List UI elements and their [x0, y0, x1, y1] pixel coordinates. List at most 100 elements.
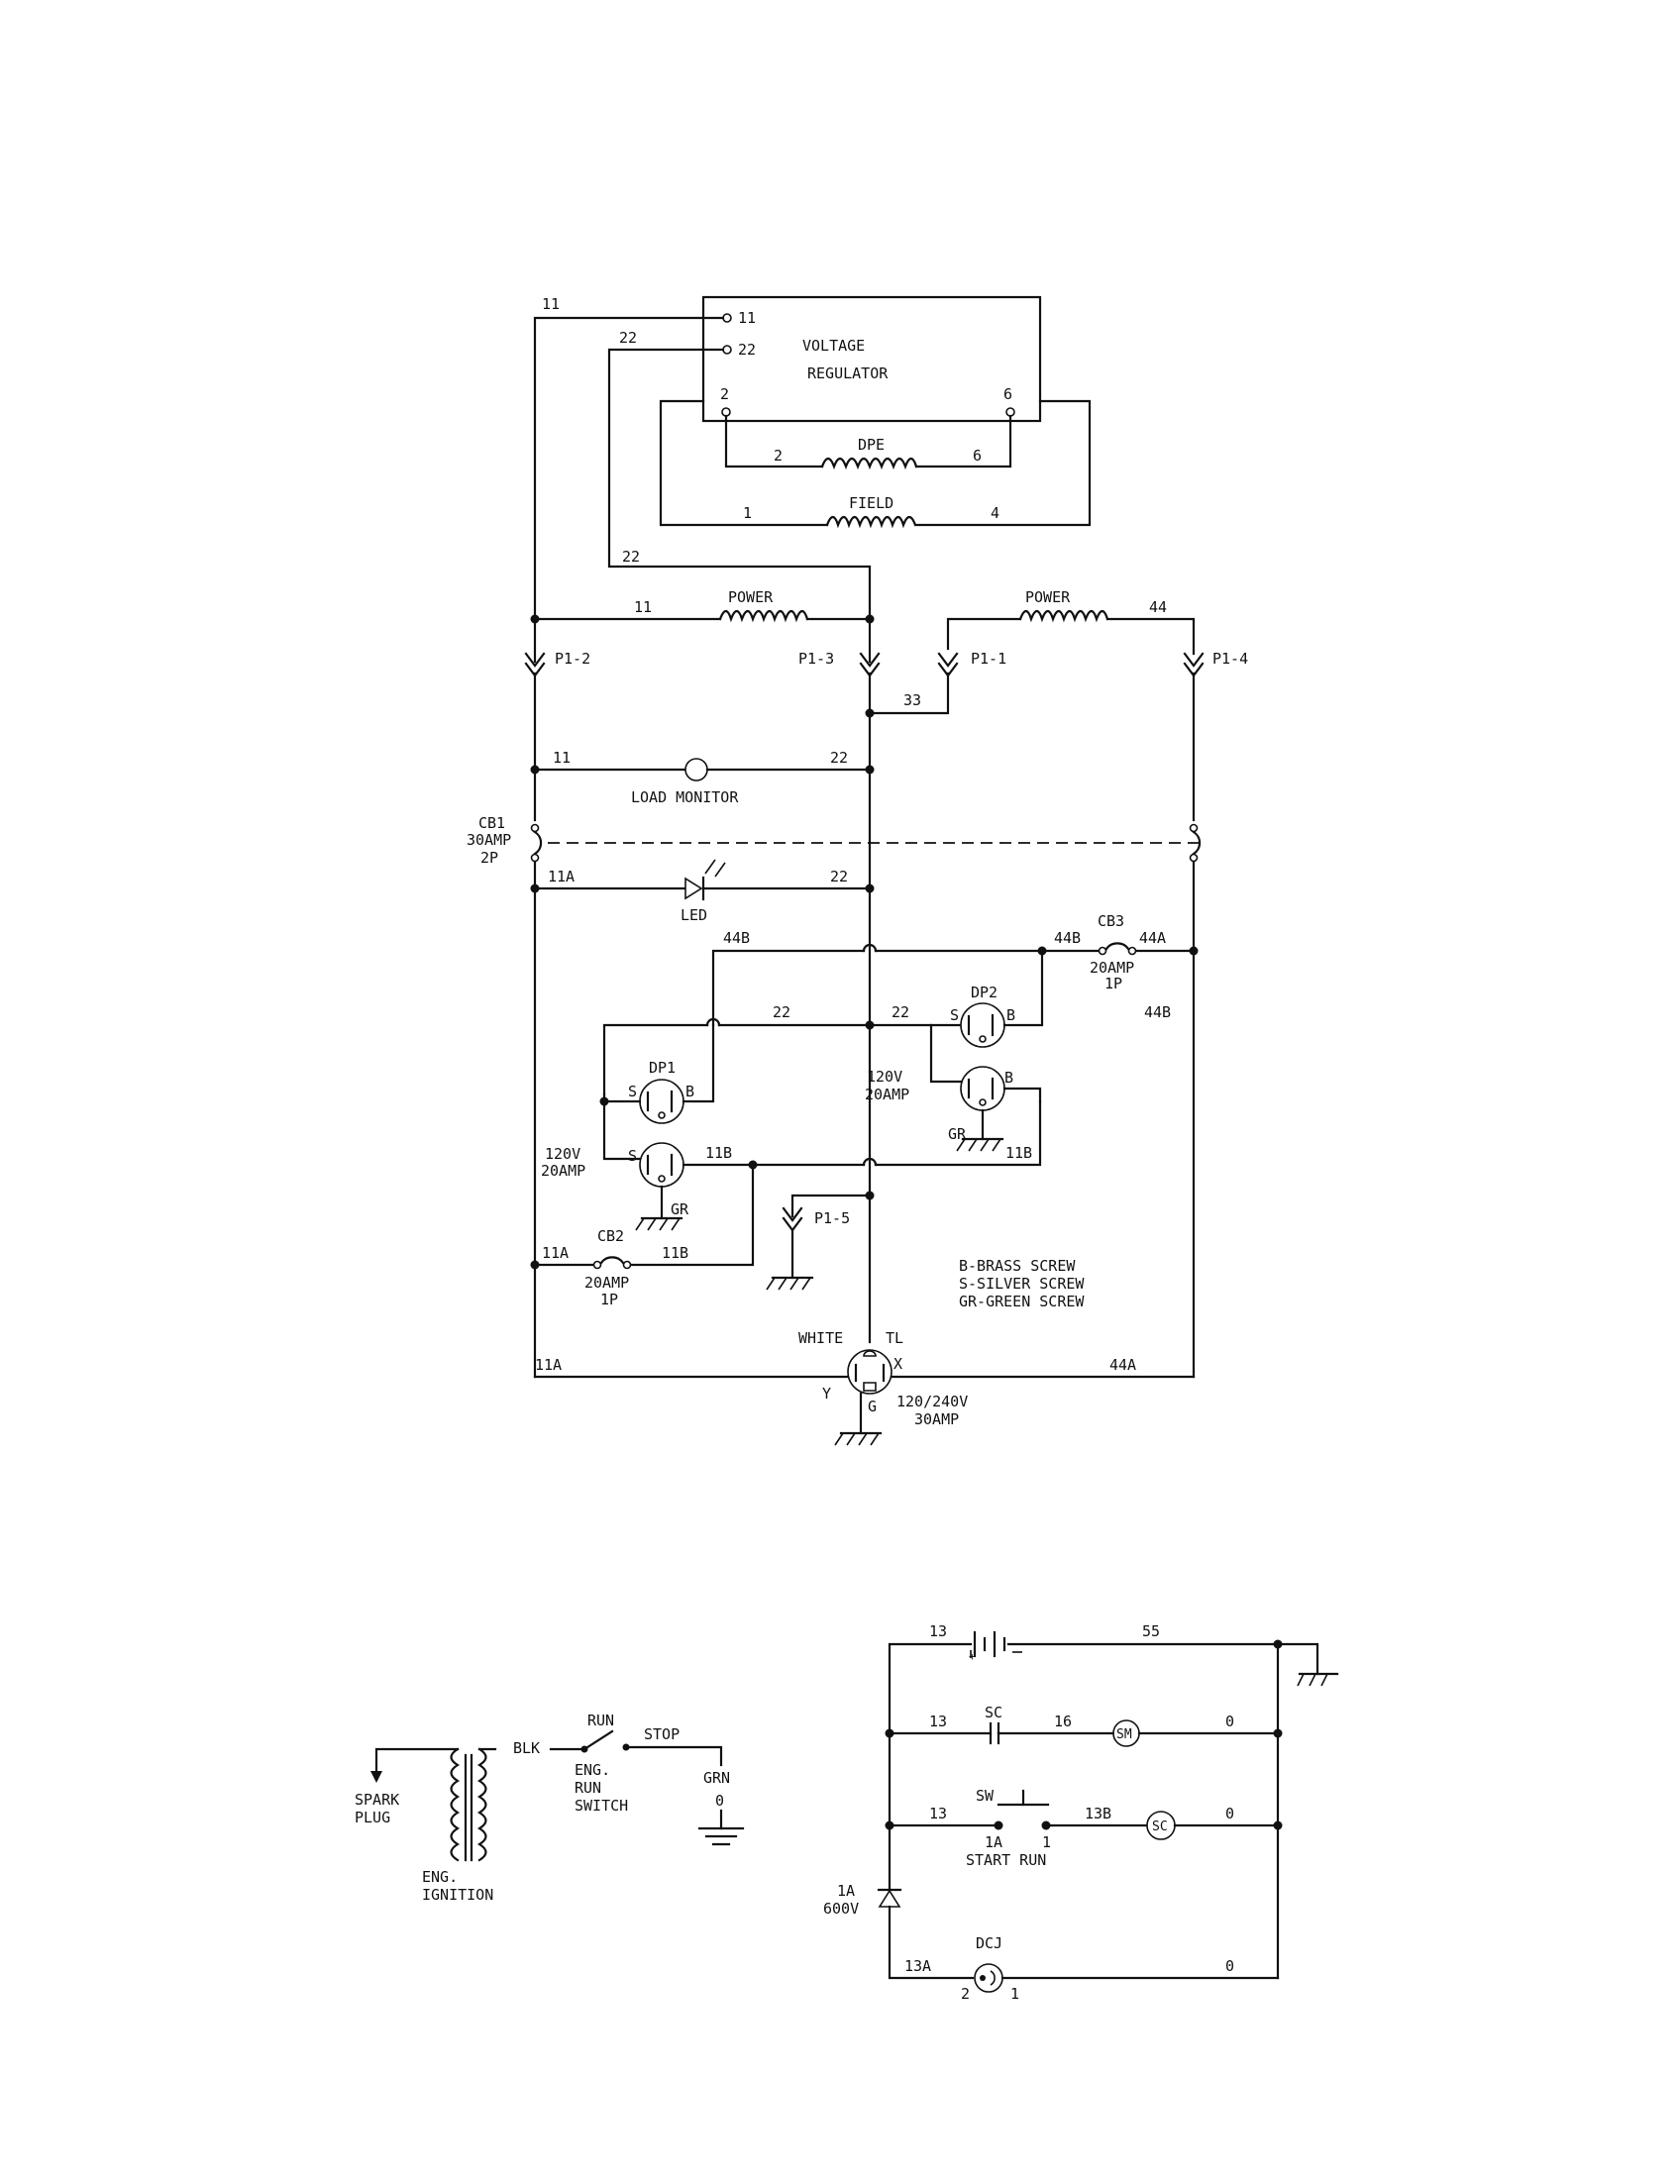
starter-wire-16: 16 — [1054, 1713, 1072, 1730]
diode-1a-600v — [878, 1889, 901, 1908]
svg-text:DP2: DP2 — [971, 984, 998, 1001]
connector-p1-5: P1-5 — [814, 1209, 850, 1227]
svg-text:DP1: DP1 — [649, 1059, 676, 1077]
wire-44b-left — [711, 949, 866, 1027]
wire-dp1-silver — [602, 1092, 642, 1161]
ignition-circuit: SPARK PLUG ENG. IGNITION BLK RUN STOP EN… — [355, 1712, 745, 1904]
wire-1 — [659, 399, 829, 527]
rating-dp2-amp: 20AMP — [865, 1086, 909, 1103]
svg-text:2P: 2P — [480, 849, 498, 867]
regulator-title: VOLTAGE — [802, 337, 865, 355]
start-run-label: START RUN — [966, 1851, 1046, 1869]
svg-text:S-SILVER SCREW: S-SILVER SCREW — [959, 1275, 1085, 1293]
starter-wire-0-b: 0 — [1225, 1805, 1234, 1822]
sw-label: SW — [976, 1787, 995, 1805]
g-terminal: G — [868, 1398, 877, 1415]
starter-wire-0-c: 0 — [1225, 1957, 1234, 1975]
svg-text:P1-1: P1-1 — [971, 650, 1006, 668]
svg-text:CB3: CB3 — [1098, 912, 1124, 930]
sw-terminal-1a: 1A — [985, 1833, 1002, 1851]
duplex-receptacle-dp1: DP1 S B S GR — [628, 1059, 694, 1218]
starter-circuit: + 13 55 13 SC 16 SM 0 13 — [823, 1622, 1339, 2003]
twist-lock-receptacle: WHITE TL X Y G 120/240V 30AMP — [798, 1329, 968, 1428]
wire-label-44a: 44A — [1139, 929, 1166, 947]
rating-dp1-amp: 20AMP — [541, 1162, 585, 1180]
grn-zero-label: 0 — [715, 1792, 724, 1810]
wire-label-22: 22 — [619, 329, 637, 347]
terminal-11-label: 11 — [738, 309, 756, 327]
wire-label-11b-c: 11B — [662, 1244, 688, 1262]
wire-dp2-silver — [929, 1023, 963, 1084]
svg-text:P1-4: P1-4 — [1212, 650, 1248, 668]
circuit-breaker-cb3: CB3 20AMP 1P — [1090, 912, 1137, 992]
wire-22-top — [607, 348, 872, 621]
wire-label-11b-b: 11B — [1005, 1144, 1032, 1162]
regulator-title-2: REGULATOR — [807, 364, 889, 382]
voltage-regulator: VOLTAGE REGULATOR 11 22 2 6 — [701, 295, 1042, 423]
wire-p1-5 — [790, 1194, 872, 1218]
rating-dp2: 120V — [867, 1068, 902, 1086]
starter-wire-0: 0 — [1225, 1713, 1234, 1730]
svg-text:1P: 1P — [600, 1291, 618, 1308]
starter-wire-13a: 13A — [904, 1957, 931, 1975]
spark-plug-label: SPARK — [355, 1791, 399, 1809]
wire-11b-cb2 — [629, 1163, 755, 1267]
wire-label-44a-b: 44A — [1109, 1356, 1136, 1374]
led-diode — [684, 877, 703, 900]
dcj-label: DCJ — [976, 1934, 1002, 1952]
wire-11-top — [533, 316, 725, 621]
eng-run-switch-label: ENG. — [575, 1761, 610, 1779]
field-coil — [825, 515, 917, 529]
connector-p1-1: P1-1 — [937, 650, 1006, 677]
wire-label-44b-b: 44B — [1054, 929, 1081, 947]
tl-label: TL — [886, 1329, 903, 1347]
dcj-connector — [974, 1963, 1003, 1993]
wire-22-dp1 — [602, 1023, 709, 1096]
wire-6 — [914, 414, 1012, 468]
starter-wire-13: 13 — [929, 1622, 947, 1640]
starter-wire-13b: 13B — [1085, 1805, 1111, 1822]
diode-rating: 1A — [837, 1882, 855, 1900]
wire-label-11-c: 11 — [553, 749, 571, 767]
white-label: WHITE — [798, 1329, 843, 1347]
svg-text:GR-GREEN SCREW: GR-GREEN SCREW — [959, 1293, 1085, 1310]
wire-label-22-d: 22 — [830, 868, 848, 885]
svg-text:GR: GR — [671, 1200, 689, 1218]
svg-text:B-BRASS SCREW: B-BRASS SCREW — [959, 1257, 1076, 1275]
wire-dp2-brass — [1002, 949, 1044, 1027]
y-terminal: Y — [822, 1385, 831, 1403]
wire-label-33: 33 — [903, 691, 921, 709]
svg-text:1P: 1P — [1104, 975, 1122, 992]
connector-p1-3: P1-3 — [798, 617, 881, 677]
wire-label-44: 44 — [1149, 598, 1167, 616]
connector-p1-2: P1-2 — [524, 617, 590, 677]
power-right-label: POWER — [1025, 588, 1071, 606]
circuit-breaker-cb1: CB1 30AMP 2P — [467, 814, 1207, 867]
dcj-terminal-2: 2 — [961, 1985, 970, 2003]
eng-run-switch-label-2: RUN — [575, 1779, 601, 1797]
duplex-receptacle-dp2: DP2 S B B GR — [948, 984, 1015, 1143]
wire-label-11-b: 11 — [634, 598, 652, 616]
power-left-label: POWER — [728, 588, 774, 606]
x-terminal: X — [893, 1355, 902, 1373]
wire-label-11: 11 — [542, 295, 560, 313]
wire-label-44b-c: 44B — [1144, 1003, 1171, 1021]
sc-coil-label: SC — [1152, 1820, 1168, 1834]
wire-dp2-brass-bottom — [1002, 1087, 1042, 1103]
wire-label-11a: 11A — [548, 868, 575, 885]
terminal-2-label: 2 — [720, 385, 729, 403]
wire-11b-right — [874, 1099, 1042, 1167]
wire-label-1: 1 — [743, 504, 752, 522]
circuit-breaker-cb2: CB2 20AMP 1P — [584, 1227, 632, 1308]
starter-wire-13-b: 13 — [929, 1713, 947, 1730]
eng-run-switch-label-3: SWITCH — [575, 1797, 628, 1815]
main-rating: 120/240V — [896, 1393, 968, 1410]
svg-text:S: S — [628, 1147, 637, 1165]
svg-text:B: B — [1004, 1069, 1013, 1087]
wire-label-22-f: 22 — [892, 1003, 909, 1021]
svg-text:S: S — [628, 1083, 637, 1100]
grn-label: GRN — [703, 1769, 730, 1787]
power-coil-left — [718, 609, 809, 623]
svg-text:P1-2: P1-2 — [555, 650, 590, 668]
